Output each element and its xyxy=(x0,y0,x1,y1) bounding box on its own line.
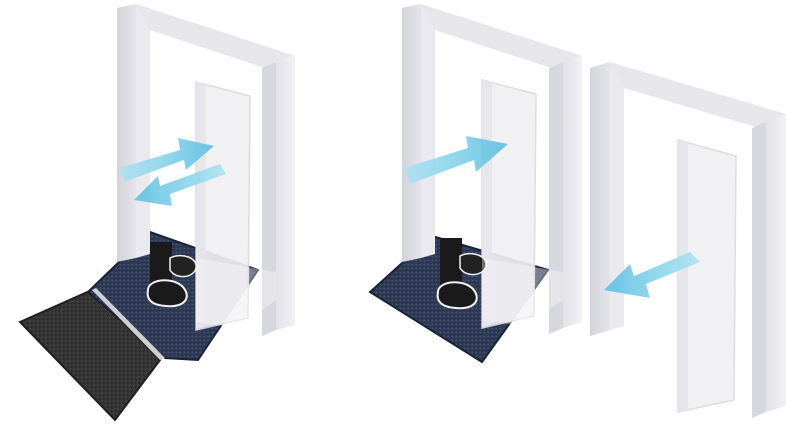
door-panel-icon xyxy=(678,140,736,412)
scene-3 xyxy=(590,62,786,418)
scene-2 xyxy=(370,4,582,362)
scene-1 xyxy=(20,4,295,420)
